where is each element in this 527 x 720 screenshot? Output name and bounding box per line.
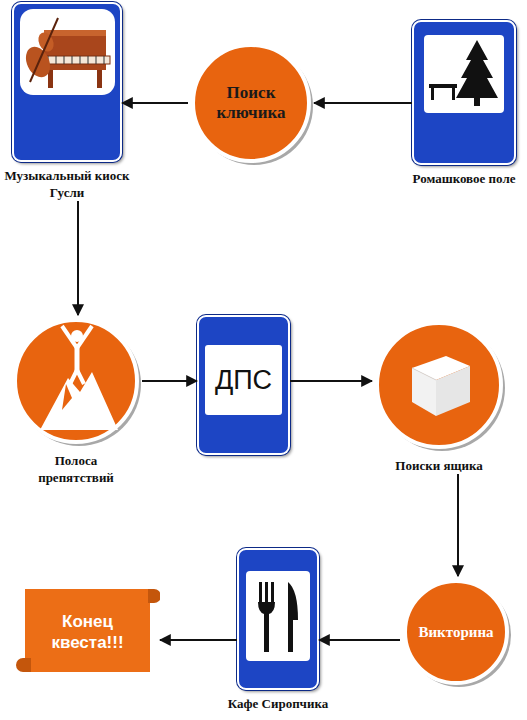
flow-arrow — [122, 102, 188, 104]
station-caption: Полоса препятствий — [21, 452, 131, 486]
road-sign: ДПС — [197, 315, 290, 455]
circle-outline — [372, 318, 506, 452]
shape-body: Викторина — [400, 576, 512, 688]
flow-arrow — [77, 201, 79, 315]
road-sign: Кафе Сиропчика — [237, 548, 319, 712]
shape-body — [412, 20, 516, 165]
shape-body: Поиск ключика — [188, 40, 314, 166]
station-circle: Полоса препятствий — [10, 315, 142, 486]
finish-scroll: Конец квеста!!! — [15, 585, 160, 680]
shape-body — [12, 2, 122, 162]
shape-body — [372, 318, 506, 452]
flow-arrow — [314, 102, 412, 104]
shape-body — [10, 315, 142, 447]
road-sign: Ромашковое поле — [412, 20, 516, 187]
station-circle: Поиск ключика — [188, 40, 314, 166]
station-caption: Кафе Сиропчика — [203, 695, 353, 712]
station-title: Викторина — [400, 576, 512, 688]
flow-arrow — [160, 639, 237, 641]
station-circle: Викторина — [400, 576, 512, 688]
shape-body: Конец квеста!!! — [15, 585, 160, 680]
flow-arrow — [290, 380, 372, 382]
station-caption: Ромашковое поле — [409, 170, 519, 187]
flow-arrow — [319, 639, 400, 641]
station-caption: Поиски ящика — [364, 457, 514, 474]
sign-text: ДПС — [205, 345, 282, 415]
circle-outline — [10, 315, 142, 447]
shape-body — [237, 548, 319, 690]
road-sign: Музыкальный киоск Гусли — [12, 2, 122, 201]
station-circle: Поиски ящика — [372, 318, 506, 474]
flow-arrow — [457, 474, 459, 576]
flow-arrow — [142, 380, 197, 382]
shape-body: ДПС — [197, 315, 290, 455]
station-title: Конец квеста!!! — [15, 585, 160, 680]
station-title: Поиск ключика — [188, 40, 314, 166]
station-caption: Музыкальный киоск Гусли — [0, 167, 142, 201]
